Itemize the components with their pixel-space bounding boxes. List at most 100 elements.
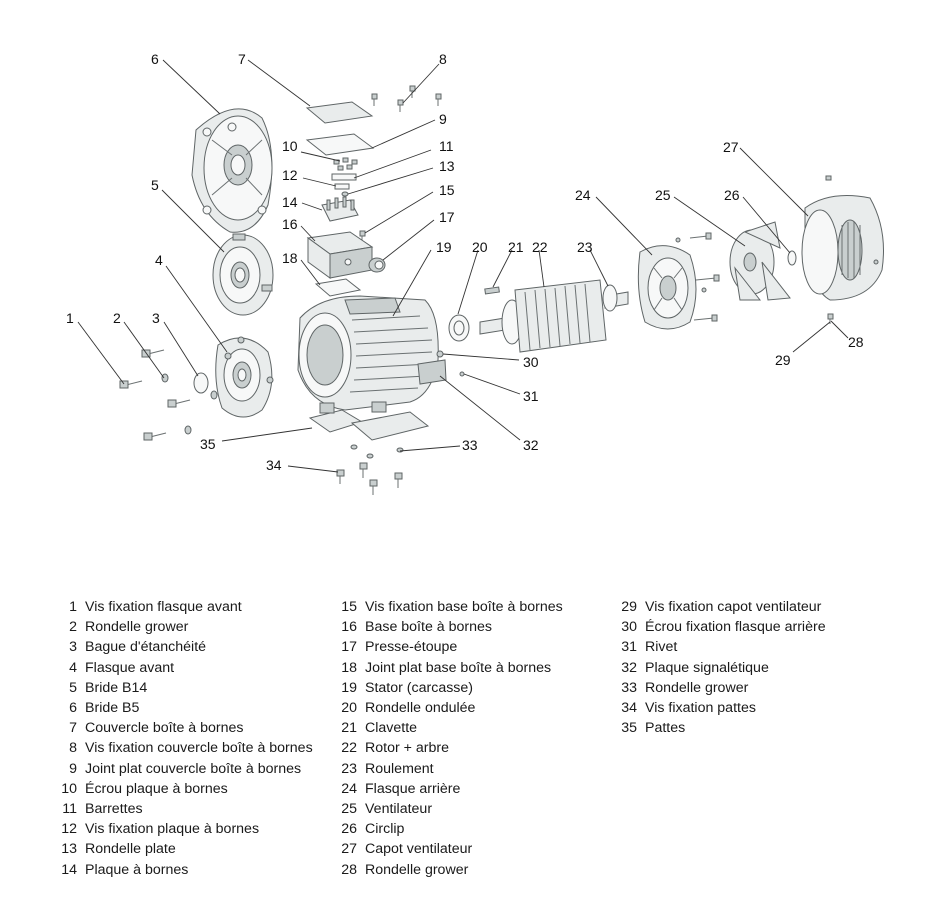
callout-20: 20: [472, 239, 488, 255]
leader-lines: [77, 59, 849, 473]
part-barrettes: [331, 173, 357, 181]
callout-7: 7: [238, 51, 246, 67]
legend-item-number: 15: [341, 599, 357, 615]
part-rondelle-grower-capot: [825, 175, 832, 181]
legend-item-number: 22: [341, 740, 357, 757]
callout-6: 6: [151, 51, 159, 67]
legend-item-number: 5: [69, 679, 77, 696]
part-roulement: [602, 284, 618, 312]
callout-35: 35: [200, 436, 216, 452]
legend-item-label: Bride B14: [85, 679, 148, 696]
callout-9: 9: [439, 111, 447, 127]
legend-item: 33 Rondelle grower: [615, 678, 826, 698]
part-base-boite-a-bornes: [306, 231, 374, 279]
part-vis-fixation-couvercle: [371, 85, 442, 112]
legend-item-label: Bague d'étanchéité: [85, 639, 207, 656]
legend-item-label: Vis fixation pattes: [645, 700, 756, 717]
legend-item-number: 12: [61, 821, 77, 838]
callout-5: 5: [151, 177, 159, 193]
legend-item-number: 34: [621, 700, 637, 717]
legend-item-number: 10: [61, 780, 77, 797]
part-rotor-arbre: [479, 279, 629, 353]
callout-25: 25: [655, 187, 671, 203]
callout-10: 10: [282, 138, 298, 154]
legend-item-label: Plaque à bornes: [85, 861, 189, 878]
part-vis-fixation-capot: [827, 313, 834, 324]
callout-24: 24: [575, 187, 591, 203]
legend-item-label: Joint plat base boîte à bornes: [365, 659, 552, 676]
part-rondelle-plate: [341, 191, 349, 197]
callout-4: 4: [155, 252, 163, 268]
legend-item: 34 Vis fixation pattes: [615, 698, 826, 718]
part-couvercle-boite-a-bornes: [305, 101, 374, 124]
exploded-motor-diagram: 1 2 3 4 5 6 7 8 9 10 11 12 13 14 15 16 1…: [66, 51, 884, 495]
callout-3: 3: [152, 310, 160, 326]
part-tiges-flasque-arriere: [675, 232, 720, 322]
legend-item-label: Bride B5: [85, 700, 140, 717]
legend-item-number: 25: [341, 801, 357, 818]
callout-18: 18: [282, 250, 298, 266]
legend-item: 22 Rotor + arbre: [335, 738, 563, 758]
legend-item-label: Rondelle grower: [645, 679, 749, 696]
legend-item-label: Rondelle plate: [85, 841, 176, 858]
legend-item: 3 Bague d'étanchéité: [55, 637, 313, 657]
legend-item-number: 16: [341, 619, 357, 636]
callout-19: 19: [436, 239, 452, 255]
callout-13: 13: [439, 158, 455, 174]
part-ecrou-flasque-arriere: [436, 350, 444, 358]
legend-item-number: 33: [621, 679, 637, 696]
legend-item: 28 Rondelle grower: [335, 860, 563, 880]
legend-item: 14 Plaque à bornes: [55, 860, 313, 880]
legend-item-number: 20: [341, 700, 357, 717]
legend-item-number: 9: [69, 760, 77, 777]
part-rivet: [459, 371, 465, 377]
legend-item-number: 2: [69, 619, 77, 636]
legend-item-number: 31: [621, 639, 637, 656]
legend-item: 18 Joint plat base boîte à bornes: [335, 658, 563, 678]
part-bague-etancheite: [193, 372, 209, 394]
legend-item-number: 4: [69, 659, 77, 676]
legend-item-label: Couvercle boîte à bornes: [85, 720, 244, 737]
legend-item-number: 28: [341, 861, 357, 878]
legend-item-label: Vis fixation couvercle boîte à bornes: [85, 740, 313, 757]
legend-item-label: Capot ventilateur: [365, 841, 473, 858]
callout-29: 29: [775, 352, 791, 368]
legend-item-number: 14: [61, 861, 77, 878]
callout-23: 23: [577, 239, 593, 255]
callout-34: 34: [266, 457, 282, 473]
legend-item-number: 18: [341, 659, 357, 676]
legend-item-label: Base boîte à bornes: [365, 619, 492, 636]
legend-item-label: Roulement: [365, 760, 434, 777]
callout-1: 1: [66, 310, 74, 326]
callout-16: 16: [282, 216, 298, 232]
legend-item-number: 3: [69, 639, 77, 656]
callout-11: 11: [439, 138, 454, 154]
legend-item-label: Presse-étoupe: [365, 639, 458, 656]
legend-item-label: Rotor + arbre: [365, 740, 449, 757]
callout-12: 12: [282, 167, 298, 183]
part-stator-carcasse: [297, 295, 439, 411]
legend-item-number: 23: [341, 760, 357, 777]
legend-item-label: Flasque arrière: [365, 780, 461, 797]
callout-2: 2: [113, 310, 121, 326]
callout-numbers: 1 2 3 4 5 6 7 8 9 10 11 12 13 14 15 16 1…: [66, 51, 864, 473]
callout-22: 22: [532, 239, 548, 255]
legend-item-label: Rondelle grower: [365, 861, 469, 878]
